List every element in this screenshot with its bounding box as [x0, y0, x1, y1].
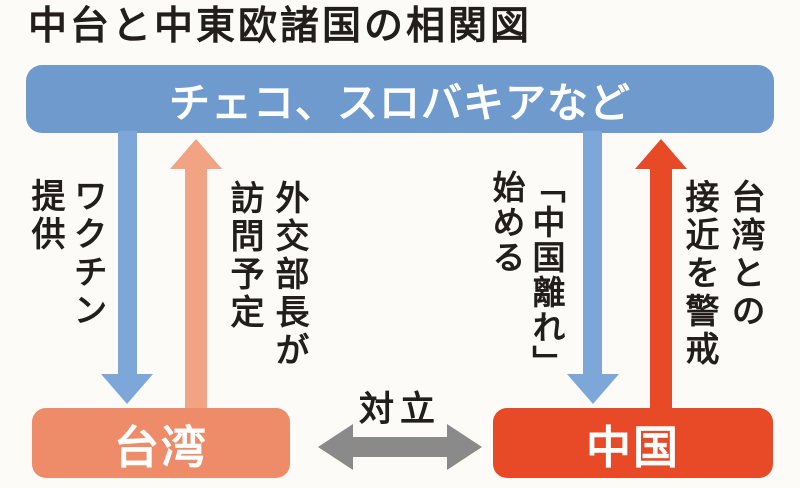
visit-arrow-shaft: [185, 167, 207, 413]
node-taiwan: 台湾: [32, 408, 290, 478]
confrontation-arrow-shaft: [351, 437, 449, 457]
vaccine-arrow-shaft: [118, 131, 137, 375]
wariness-arrow-label: 台湾との 接近を警戒: [679, 179, 765, 369]
vaccine-arrow-label: ワクチン 提供: [25, 178, 107, 330]
page-title: 中台と中東欧諸国の相関図: [28, 4, 533, 49]
vaccine-arrow-head: [101, 374, 153, 404]
confrontation-arrow-left-head: [318, 424, 353, 470]
visit-arrow-label: 外交部長が 訪問予定: [224, 180, 309, 370]
distancing-arrow-shaft: [583, 131, 602, 375]
node-china: 中国: [493, 408, 773, 478]
node-czech-slovakia-label: チェコ、スロバキアなど: [169, 79, 631, 127]
wariness-arrow-shaft: [650, 167, 672, 413]
distancing-arrow-label: 「中国離れ」 始める: [487, 170, 566, 380]
wariness-arrow-head: [635, 139, 687, 169]
distancing-arrow-head: [567, 374, 619, 404]
node-china-label: 中国: [585, 420, 680, 474]
confrontation-arrow-right-head: [447, 424, 482, 470]
node-czech-slovakia: チェコ、スロバキアなど: [26, 65, 774, 133]
visit-arrow-head: [170, 139, 222, 169]
node-taiwan-label: 台湾: [113, 420, 208, 474]
confrontation-label: 対立: [358, 390, 441, 430]
